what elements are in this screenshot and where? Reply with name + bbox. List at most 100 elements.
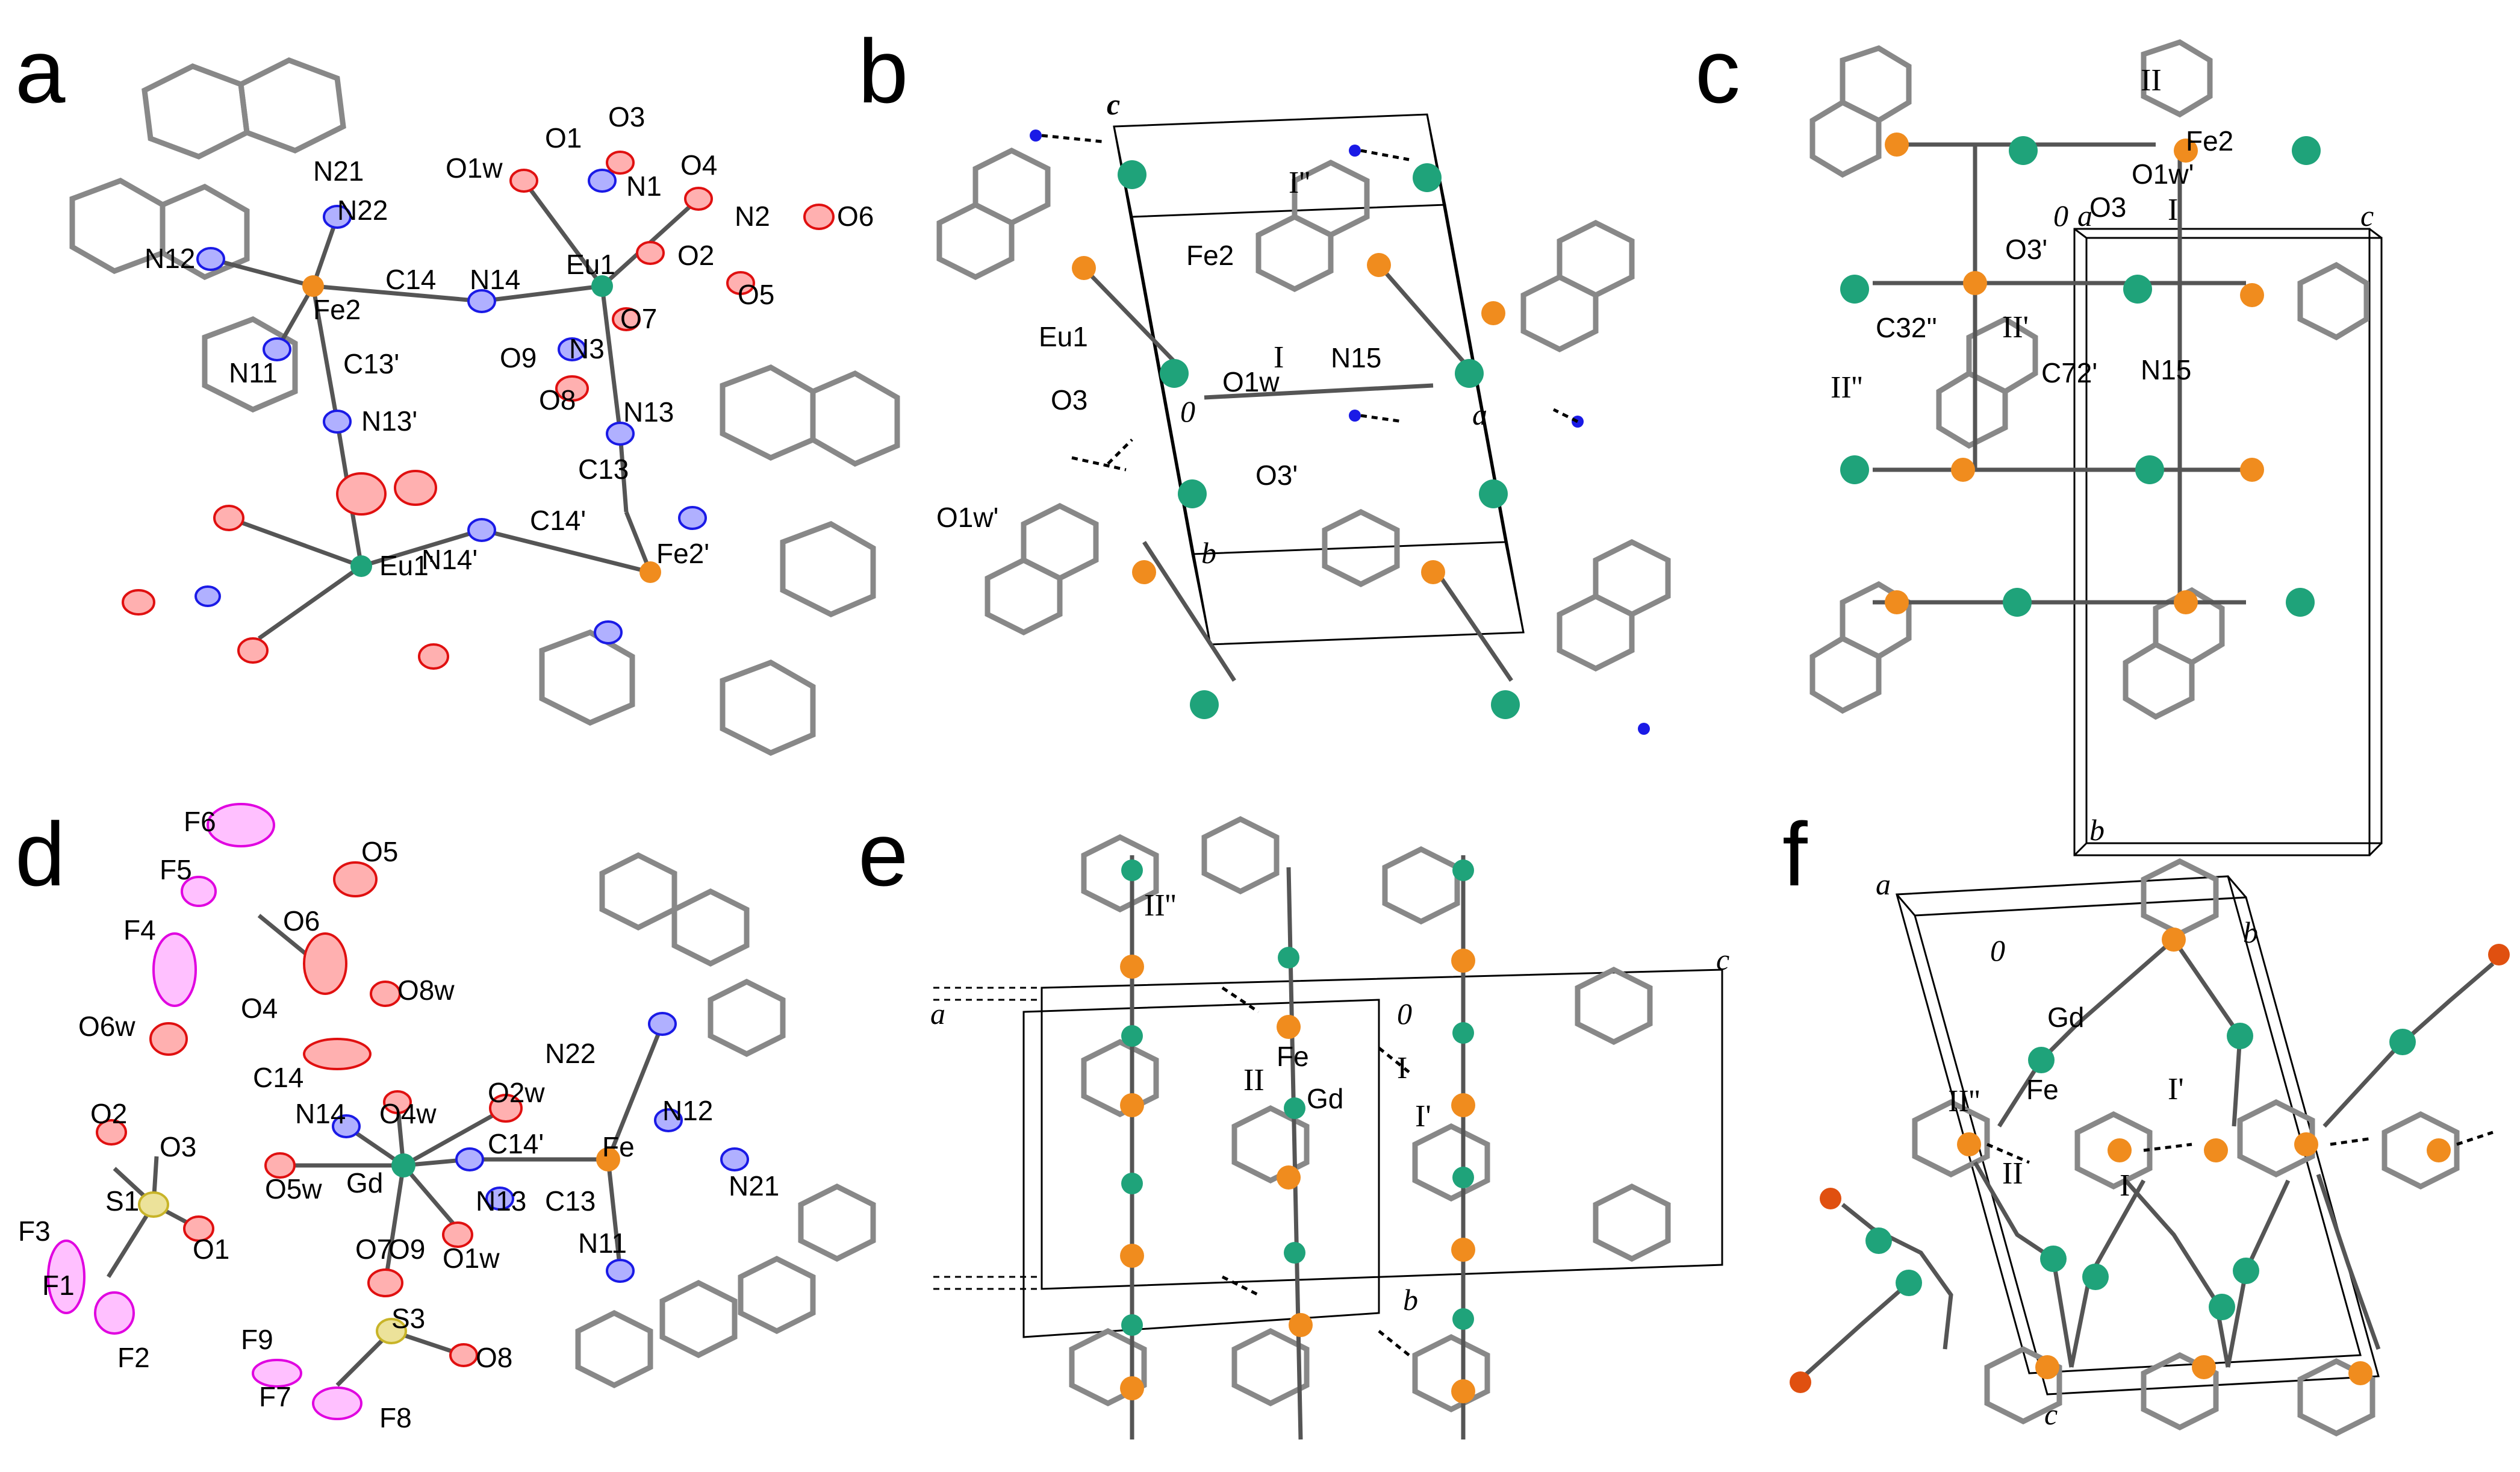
panel-f: f	[1782, 803, 2510, 1437]
svg-text:N15: N15	[2141, 354, 2191, 385]
panel-c-atoms	[1840, 133, 2321, 617]
svg-text:O1: O1	[193, 1233, 229, 1265]
svg-text:F9: F9	[241, 1324, 273, 1355]
svg-text:N14: N14	[470, 264, 520, 295]
svg-text:II'': II''	[1948, 1084, 1980, 1118]
svg-text:I'': I''	[1289, 166, 1310, 200]
svg-text:N11: N11	[578, 1227, 627, 1259]
panel-e: e	[858, 803, 1729, 1440]
svg-text:O5w: O5w	[265, 1173, 322, 1205]
svg-text:N22: N22	[545, 1038, 596, 1069]
svg-text:F6: F6	[184, 806, 216, 837]
svg-text:O9: O9	[388, 1233, 425, 1265]
svg-text:O4: O4	[241, 993, 278, 1024]
svg-text:O2w: O2w	[488, 1077, 545, 1108]
svg-text:C14': C14'	[488, 1128, 544, 1159]
svg-text:b: b	[1403, 1283, 1418, 1317]
svg-text:O2: O2	[90, 1098, 127, 1129]
svg-text:N3: N3	[569, 333, 605, 364]
svg-text:b: b	[2089, 813, 2105, 847]
svg-text:0: 0	[2053, 199, 2068, 232]
svg-text:c: c	[2360, 199, 2374, 232]
svg-text:Eu1': Eu1'	[379, 550, 434, 581]
svg-text:N13: N13	[623, 396, 674, 428]
svg-text:I: I	[1274, 340, 1284, 375]
svg-text:O4w: O4w	[379, 1098, 437, 1129]
svg-text:0: 0	[1180, 395, 1195, 428]
svg-text:II: II	[2141, 63, 2162, 98]
svg-text:C13: C13	[545, 1185, 596, 1217]
svg-text:b: b	[2243, 915, 2258, 949]
svg-text:N1: N1	[626, 170, 662, 202]
svg-text:O7: O7	[355, 1233, 392, 1265]
svg-text:O9: O9	[500, 342, 537, 373]
svg-text:F1: F1	[42, 1270, 75, 1301]
svg-text:I: I	[2168, 193, 2178, 227]
svg-text:N14: N14	[295, 1098, 346, 1129]
svg-text:O4: O4	[680, 149, 717, 181]
svg-text:N14': N14'	[422, 544, 478, 575]
svg-text:II: II	[1243, 1063, 1265, 1097]
svg-text:Fe2': Fe2'	[656, 538, 709, 569]
svg-text:O2: O2	[677, 240, 714, 271]
svg-text:O1w': O1w'	[936, 502, 998, 533]
svg-text:N15: N15	[1331, 342, 1381, 373]
svg-text:N13: N13	[476, 1185, 526, 1217]
svg-text:N2: N2	[735, 201, 770, 232]
svg-text:N11: N11	[229, 357, 278, 388]
panel-f-chains	[1799, 938, 2495, 1381]
panel-a-labels: N21 N22 N12 Fe2 C14 N14 Eu1 O1w O1 O3 N1…	[145, 101, 874, 581]
panel-b-hbonds	[1041, 134, 1579, 472]
svg-text:Fe2: Fe2	[2186, 125, 2233, 157]
panel-e-unit-cell	[933, 968, 1723, 1338]
svg-text:C13': C13'	[343, 348, 399, 379]
svg-text:II'': II''	[1831, 370, 1862, 405]
panel-letter-a: a	[15, 20, 66, 122]
panel-e-hbonds	[1221, 986, 1410, 1356]
svg-text:N21: N21	[729, 1170, 779, 1202]
svg-text:a: a	[1876, 867, 1891, 901]
svg-text:II': II'	[2002, 310, 2029, 345]
svg-text:N13': N13'	[361, 405, 417, 437]
svg-text:O8w: O8w	[397, 975, 455, 1006]
svg-text:F3: F3	[18, 1215, 51, 1247]
svg-text:O7: O7	[620, 303, 657, 334]
panel-b-labels: I'' Fe2 Eu1 I N15 O1w O3 O3' O1w'	[936, 166, 1381, 533]
svg-text:Fe: Fe	[602, 1131, 635, 1162]
svg-text:I': I'	[2168, 1072, 2184, 1106]
panel-letter-e: e	[858, 803, 908, 905]
svg-text:C32'': C32''	[1876, 312, 1937, 343]
panel-f-atoms	[1790, 928, 2510, 1393]
panel-f-labels: Gd II'' Fe I' II I	[1948, 1002, 2184, 1203]
svg-text:Eu1: Eu1	[566, 249, 615, 280]
panel-f-ligand-rings	[1912, 858, 2460, 1437]
svg-text:0: 0	[1397, 997, 1412, 1031]
svg-text:F2: F2	[117, 1342, 150, 1373]
svg-text:a: a	[930, 997, 945, 1031]
svg-text:O6w: O6w	[78, 1011, 135, 1042]
svg-text:O1w': O1w'	[2132, 158, 2194, 190]
svg-text:Fe2: Fe2	[313, 294, 361, 325]
svg-text:O1: O1	[545, 122, 582, 154]
svg-text:C14: C14	[385, 264, 436, 295]
svg-text:F5: F5	[160, 854, 192, 885]
panel-a-atoms	[122, 151, 835, 670]
panel-letter-c: c	[1695, 20, 1740, 122]
svg-text:O1w: O1w	[446, 152, 503, 184]
panel-c-unit-cell	[2073, 228, 2383, 856]
svg-text:a: a	[1472, 398, 1487, 431]
svg-text:0: 0	[1990, 934, 2005, 967]
panel-e-atoms	[1120, 859, 1475, 1403]
svg-text:O8: O8	[539, 384, 576, 416]
svg-text:O6: O6	[837, 201, 874, 232]
svg-text:C13: C13	[578, 454, 629, 485]
svg-text:a: a	[2077, 199, 2092, 232]
svg-text:c: c	[1716, 943, 1729, 976]
svg-text:II: II	[2002, 1156, 2023, 1191]
svg-text:F8: F8	[379, 1402, 412, 1433]
panel-d: d	[15, 803, 876, 1433]
panel-b-atoms	[1030, 129, 1650, 735]
panel-letter-d: d	[15, 803, 65, 905]
svg-text:Fe2: Fe2	[1186, 240, 1234, 271]
